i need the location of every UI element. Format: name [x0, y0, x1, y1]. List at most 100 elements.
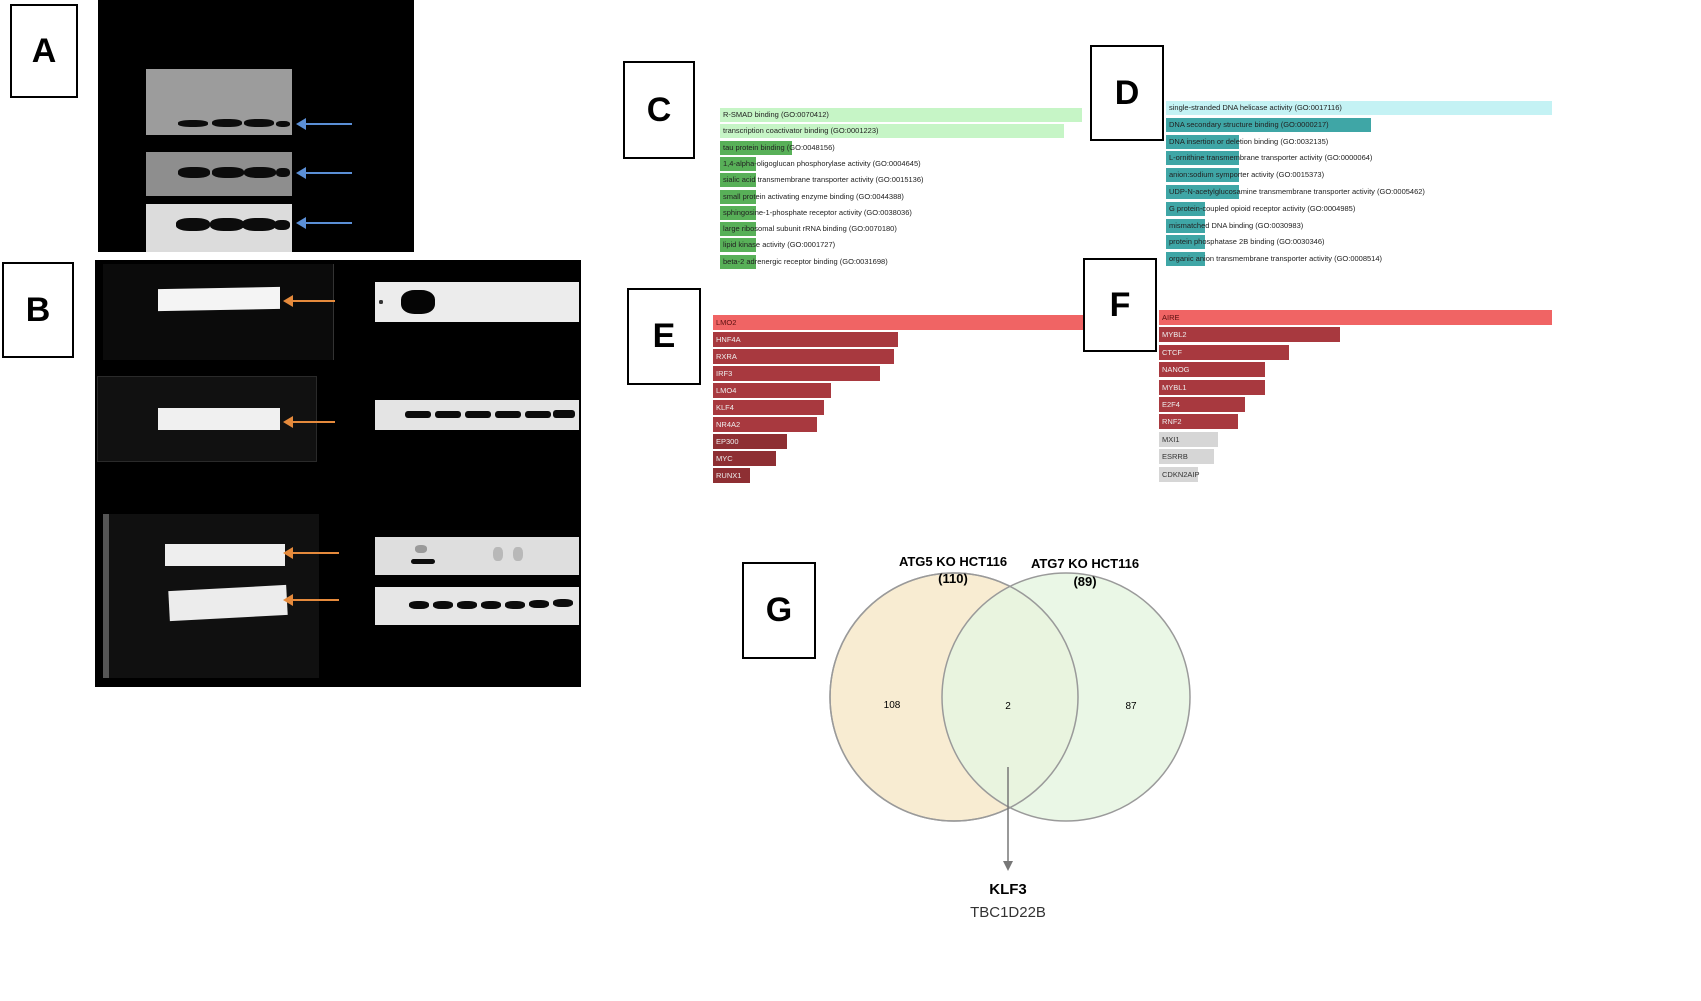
- venn-shared-gene-1: KLF3: [989, 881, 1027, 898]
- bar-row: lipid kinase activity (GO:0001727): [720, 238, 1082, 253]
- bar: [1159, 449, 1215, 465]
- bar-row: MYBL2: [1159, 327, 1552, 343]
- bar: [713, 400, 824, 415]
- bar-row: G protein-coupled opioid receptor activi…: [1166, 201, 1552, 216]
- bar-label: MYBL2: [1162, 330, 1187, 340]
- bar-label: IRF3: [716, 369, 733, 378]
- bar-label: ESRRB: [1162, 452, 1188, 462]
- bar-label: DNA secondary structure binding (GO:0000…: [1169, 119, 1329, 129]
- bar-row: sphingosine-1-phosphate receptor activit…: [720, 205, 1082, 220]
- bar-label: DNA insertion or deletion binding (GO:00…: [1169, 136, 1329, 146]
- bar: [720, 254, 757, 269]
- bar: [1159, 397, 1246, 412]
- bar-row: DNA insertion or deletion binding (GO:00…: [1166, 134, 1552, 149]
- bar-row: organic anion transmembrane transporter …: [1166, 252, 1552, 267]
- bar-row: sialic acid transmembrane transporter ac…: [720, 173, 1082, 188]
- panel-label-e: E: [627, 288, 701, 385]
- bar-row: MYBL1: [1159, 379, 1552, 395]
- bar: [713, 451, 776, 466]
- venn-set1-count: (110): [938, 571, 968, 586]
- bar-row: RUNX1: [713, 468, 1083, 483]
- blot-a-strip-1: [146, 69, 292, 135]
- blot-b-image-1: [375, 282, 579, 322]
- bar-label: lipid kinase activity (GO:0001727): [723, 240, 836, 250]
- bar-label: LMO4: [716, 386, 737, 395]
- arrow-a-3: [296, 217, 352, 229]
- panel-label-c: C: [623, 61, 695, 159]
- bar-row: R-SMAD binding (GO:0070412): [720, 108, 1082, 122]
- blot-b-image-3: [375, 537, 579, 575]
- bar-row: RNF2: [1159, 414, 1552, 430]
- bar-row: small protein activating enzyme binding …: [720, 189, 1082, 204]
- bar: [1159, 379, 1266, 395]
- bar-label: G protein-coupled opioid receptor activi…: [1169, 203, 1356, 213]
- venn-set1-title: ATG5 KO HCT116: [898, 554, 1008, 569]
- blot-a-strip-3: [146, 204, 292, 252]
- arrow-b-2: [283, 416, 335, 428]
- bar: [713, 349, 895, 364]
- bar-row: transcription coactivator binding (GO:00…: [720, 124, 1082, 139]
- bar: [713, 366, 880, 381]
- bar: [720, 173, 757, 188]
- bar-row: LMO4: [713, 383, 1083, 398]
- bar: [1166, 151, 1240, 166]
- bar-label: NANOG: [1162, 365, 1190, 375]
- bar-row: MXI1: [1159, 431, 1552, 447]
- bar-row: L-ornithine transmembrane transporter ac…: [1166, 151, 1552, 166]
- bar: [1166, 185, 1240, 199]
- bar: [1166, 134, 1240, 149]
- bar-row: 1,4-alpha-oligoglucan phosphorylase acti…: [720, 156, 1082, 171]
- bar-row: beta-2 adrenergic receptor binding (GO:0…: [720, 254, 1082, 269]
- arrow-b-1: [283, 295, 335, 307]
- membrane-strip-b-4: [168, 584, 288, 622]
- go-enrichment-chart-d: single-stranded DNA helicase activity (G…: [1166, 101, 1552, 269]
- bar-label: mismatched DNA binding (GO:0030983): [1169, 220, 1304, 230]
- bar-label: CDKN2AIP: [1162, 469, 1200, 479]
- bar: [1166, 252, 1205, 267]
- bar-row: single-stranded DNA helicase activity (G…: [1166, 101, 1552, 115]
- bar: [713, 468, 750, 483]
- bar-label: 1,4-alpha-oligoglucan phosphorylase acti…: [723, 158, 921, 168]
- western-blot-a: [98, 0, 414, 252]
- arrow-b-4: [283, 594, 339, 606]
- arrow-a-1: [296, 118, 352, 130]
- bar-row: NANOG: [1159, 362, 1552, 378]
- venn-circle-atg7: [941, 572, 1191, 822]
- bar-label: NR4A2: [716, 420, 741, 429]
- bar: [713, 383, 832, 398]
- panel-label-f: F: [1083, 258, 1157, 352]
- bar: [1166, 218, 1205, 233]
- blot-a-strip-2: [146, 152, 292, 196]
- panel-label-d: D: [1090, 45, 1164, 141]
- venn-set2-count: (89): [1073, 574, 1097, 589]
- bar-label: protein phosphatase 2B binding (GO:00303…: [1169, 237, 1325, 247]
- bar: [720, 108, 1082, 122]
- western-blot-b: [95, 260, 581, 687]
- bar: [1166, 201, 1205, 216]
- bar: [720, 189, 757, 204]
- arrow-a-2: [296, 167, 352, 179]
- bar: [720, 205, 757, 220]
- bar-row: UDP-N-acetylglucosamine transmembrane tr…: [1166, 185, 1552, 199]
- blot-b-image-4: [375, 587, 579, 625]
- bar-row: RXRA: [713, 349, 1083, 364]
- bar-row: IRF3: [713, 366, 1083, 381]
- bar: [1159, 362, 1266, 378]
- membrane-strip-b-2: [158, 408, 280, 430]
- bar-label: E2F4: [1162, 400, 1180, 409]
- bar-label: MXI1: [1162, 434, 1180, 444]
- bar-row: DNA secondary structure binding (GO:0000…: [1166, 117, 1552, 132]
- bar: [720, 156, 757, 171]
- bar-row: protein phosphatase 2B binding (GO:00303…: [1166, 235, 1552, 250]
- bar-row: KLF4: [713, 400, 1083, 415]
- bar-row: large ribosomal subunit rRNA binding (GO…: [720, 222, 1082, 237]
- bar: [1159, 466, 1199, 482]
- bar-row: EP300: [713, 434, 1083, 449]
- bar: [720, 222, 757, 237]
- go-enrichment-chart-c: R-SMAD binding (GO:0070412) transcription…: [720, 108, 1082, 269]
- venn-set2-title: ATG7 KO HCT116: [1030, 556, 1140, 571]
- membrane-strip-b-1: [158, 286, 280, 312]
- bar-label: large ribosomal subunit rRNA binding (GO…: [723, 224, 897, 234]
